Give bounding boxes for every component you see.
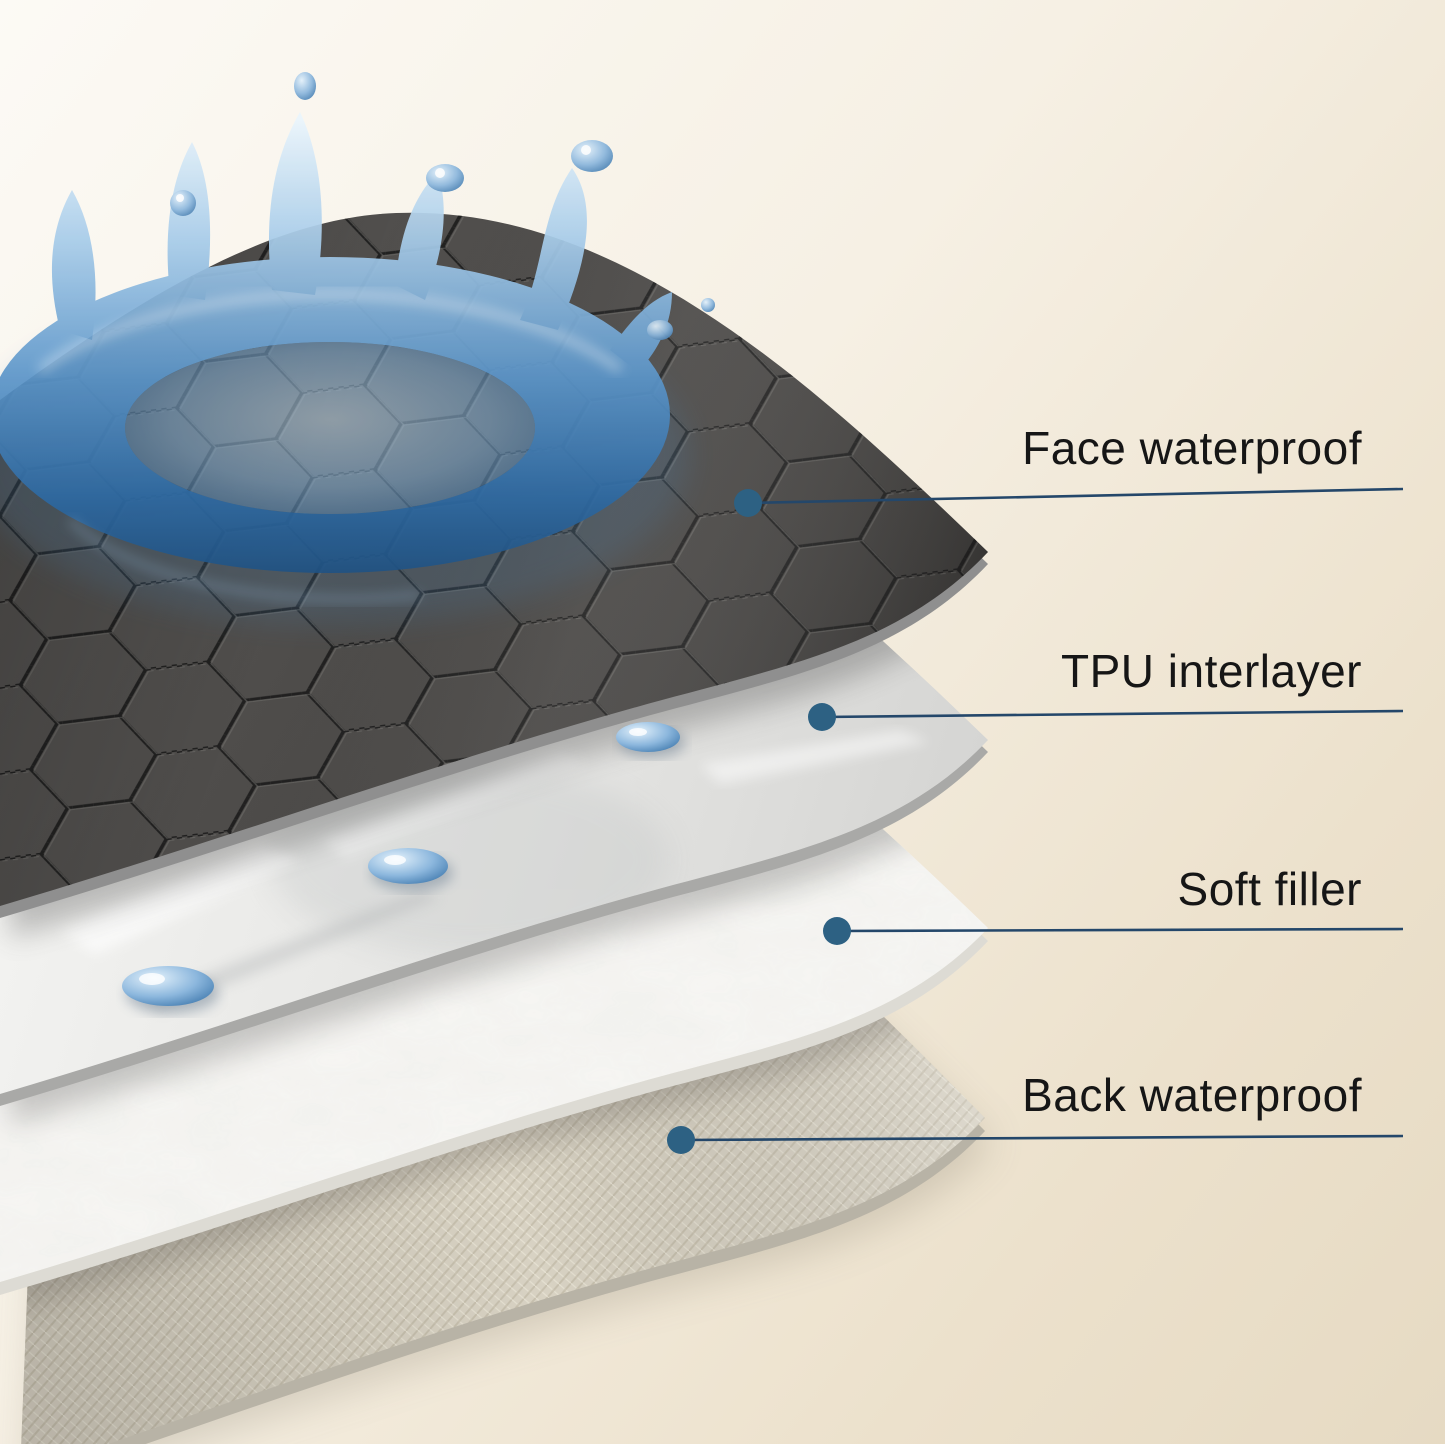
water-drop (122, 966, 219, 1014)
label-back-waterproof: Back waterproof (1022, 1069, 1362, 1121)
callout-dots (667, 489, 851, 1154)
callout-line-filler (836, 927, 1404, 933)
water-drop (616, 722, 685, 758)
callout-dot-filler (823, 917, 851, 945)
callout-dot-back (667, 1126, 695, 1154)
label-tpu-interlayer: TPU interlayer (1061, 645, 1362, 697)
splash-spikes (51, 112, 672, 372)
callouts (680, 487, 1404, 1142)
water-drop (368, 848, 453, 891)
callout-dot-tpu (808, 703, 836, 731)
label-soft-filler: Soft filler (1177, 863, 1362, 915)
callout-dot-face (734, 489, 762, 517)
label-face-waterproof: Face waterproof (1022, 422, 1362, 474)
callout-line-tpu (821, 709, 1404, 719)
callout-line-back (680, 1134, 1404, 1142)
water-splash-illustration (0, 72, 715, 625)
callout-line-face (747, 487, 1404, 505)
splash-droplets (170, 72, 715, 340)
